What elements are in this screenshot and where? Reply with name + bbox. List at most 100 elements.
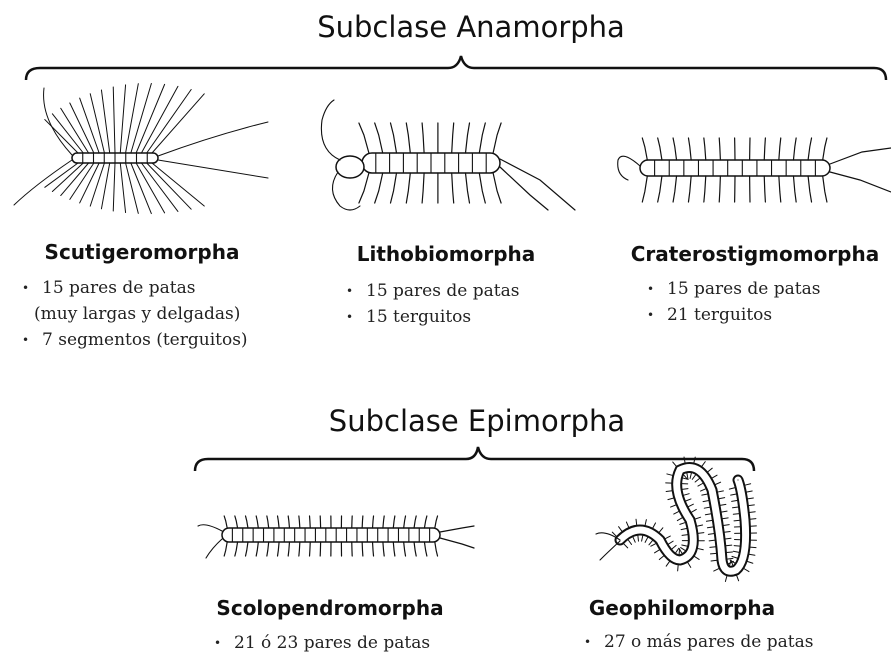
- leg: [659, 556, 664, 560]
- leg: [479, 173, 485, 203]
- leg: [674, 511, 679, 514]
- tail-leg: [830, 172, 891, 192]
- leg: [745, 484, 751, 485]
- leg: [684, 457, 685, 463]
- antenna: [44, 88, 72, 155]
- leg: [636, 519, 637, 525]
- scolopendromorpha-illustration: [198, 516, 474, 558]
- leg: [702, 462, 706, 467]
- leg: [667, 474, 673, 475]
- antenna: [600, 541, 620, 560]
- leg: [359, 173, 369, 203]
- geophilomorpha-illustration: [596, 457, 757, 581]
- leg: [725, 576, 727, 582]
- leg: [719, 498, 725, 499]
- leg: [731, 494, 737, 495]
- leg: [718, 491, 724, 492]
- tail-leg: [440, 526, 474, 532]
- leg: [715, 482, 720, 484]
- leg: [147, 90, 191, 153]
- leg: [694, 457, 695, 463]
- leg: [692, 475, 696, 480]
- leg: [720, 504, 726, 505]
- leg: [688, 562, 691, 567]
- leg: [698, 483, 703, 486]
- leg: [691, 509, 696, 512]
- leg: [779, 176, 781, 202]
- bullet-icon: •: [22, 327, 29, 353]
- leg: [722, 518, 728, 519]
- leg: [683, 494, 689, 496]
- leg: [310, 516, 311, 528]
- leg: [682, 489, 688, 490]
- leg: [733, 551, 739, 552]
- leg: [633, 537, 635, 543]
- tail-leg: [830, 148, 891, 164]
- facts-scutigeromorpha: •15 pares de patas (muy largas y delgada…: [20, 275, 248, 353]
- leg: [729, 488, 735, 489]
- leg: [638, 535, 639, 541]
- head: [336, 156, 364, 178]
- leg: [391, 173, 397, 203]
- leg: [131, 163, 151, 214]
- leg: [619, 527, 623, 532]
- leg: [690, 473, 691, 479]
- leg: [624, 544, 628, 548]
- facts-geophilomorpha: •27 o más pares de patas: [582, 629, 813, 655]
- leg: [645, 520, 646, 526]
- lithobiomorpha-illustration: [321, 100, 575, 210]
- leg: [681, 528, 687, 529]
- facts-craterostigmomorpha: •15 pares de patas •21 terguitos: [645, 276, 820, 328]
- leg: [764, 176, 765, 202]
- leg: [673, 462, 677, 467]
- anamorpha-title: Subclase Anamorpha: [317, 10, 625, 44]
- leg: [246, 542, 248, 556]
- leg: [131, 83, 151, 153]
- leg: [391, 123, 397, 153]
- leg: [725, 538, 731, 539]
- antenna: [618, 156, 640, 180]
- fact-item: •21 terguitos: [645, 302, 820, 328]
- leg: [744, 568, 749, 571]
- leg: [673, 176, 676, 202]
- leg: [493, 173, 501, 203]
- leg: [750, 519, 756, 520]
- leg: [120, 163, 125, 213]
- leg: [373, 516, 374, 528]
- fact-item: •15 terguitos: [344, 304, 519, 330]
- leg: [665, 536, 670, 539]
- fact-item-continuation: (muy largas y delgadas): [20, 301, 248, 327]
- leg: [711, 560, 717, 561]
- leg: [688, 176, 691, 202]
- leg: [113, 163, 115, 211]
- scutigeromorpha-illustration: [14, 83, 268, 213]
- leg: [793, 176, 796, 202]
- leg: [685, 499, 691, 501]
- leg: [362, 516, 363, 528]
- leg: [126, 163, 139, 213]
- tail-leg: [440, 538, 474, 548]
- leg: [668, 541, 673, 544]
- bullet-icon: •: [584, 629, 591, 655]
- leg: [466, 123, 470, 153]
- leg: [278, 542, 280, 556]
- leg: [710, 547, 716, 548]
- leg: [668, 498, 674, 500]
- leg: [681, 548, 686, 551]
- leg: [659, 528, 663, 533]
- leg: [724, 531, 730, 532]
- tail-leg: [158, 160, 268, 178]
- leg: [687, 473, 688, 479]
- leg: [682, 545, 688, 546]
- leg: [704, 138, 706, 160]
- order-name-scolopendromorpha: Scolopendromorpha: [216, 596, 443, 620]
- leg: [707, 527, 713, 528]
- body-outline: [222, 528, 440, 542]
- leg: [702, 494, 708, 495]
- leg: [709, 540, 715, 541]
- leg: [267, 516, 269, 528]
- leg: [235, 542, 238, 556]
- order-name-craterostigmomorpha: Craterostigmomorpha: [631, 242, 879, 266]
- leg: [626, 522, 628, 528]
- leg: [808, 138, 811, 160]
